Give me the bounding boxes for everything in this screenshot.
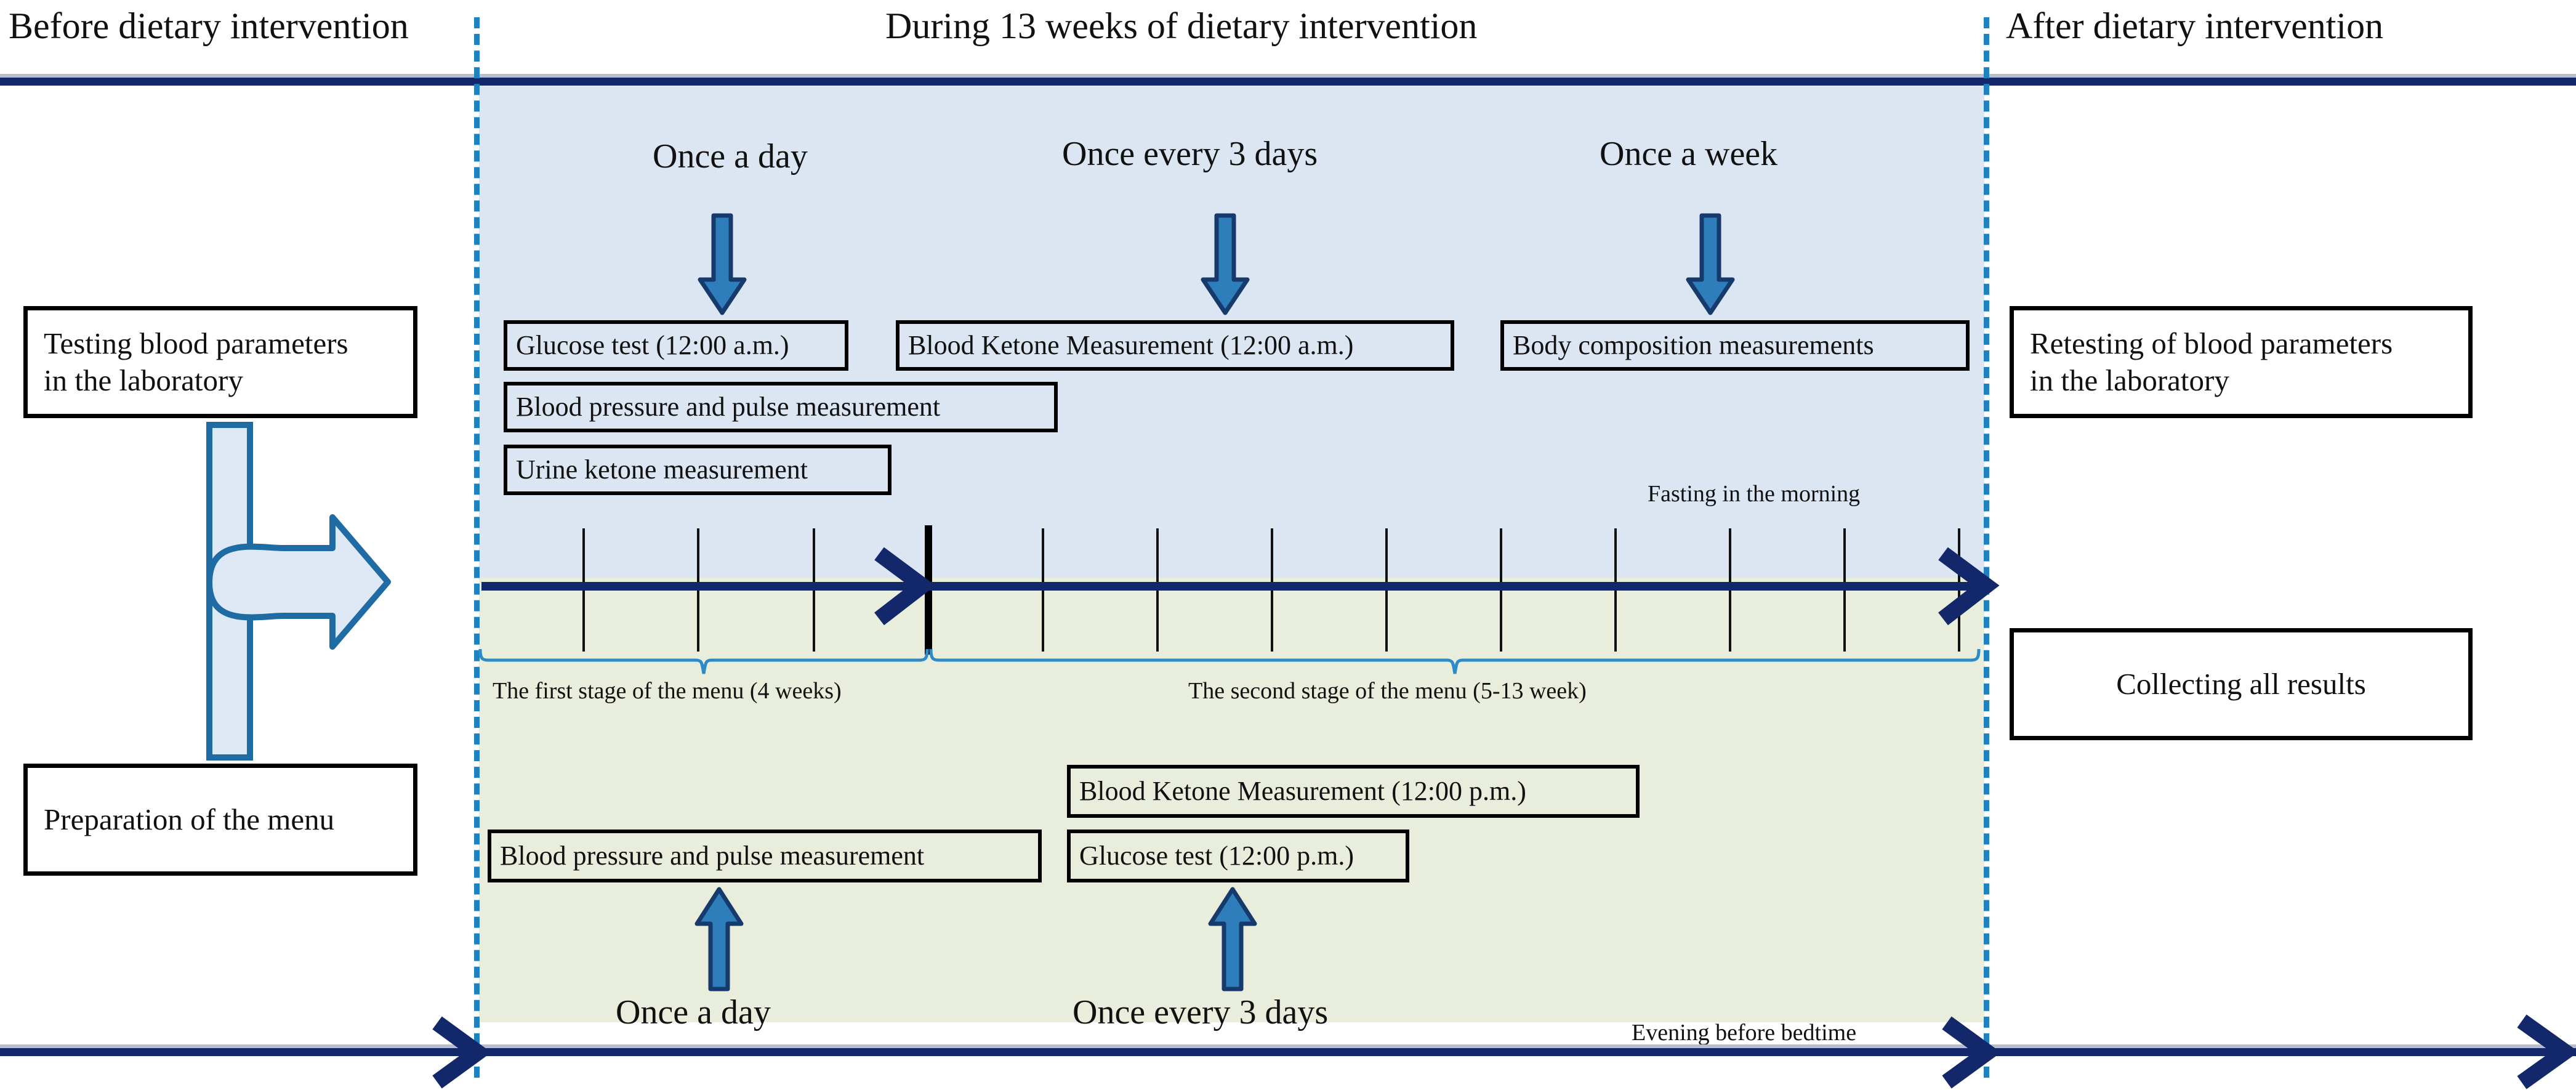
before-box-menu-preparation-text: Preparation of the menu [44, 802, 335, 837]
timeline-axis [481, 582, 1978, 591]
up-arrow-icon [694, 887, 744, 991]
morning-frequency-once-every-3-days: Once every 3 days [1062, 135, 1318, 173]
morning-measurement-bp-pulse: Blood pressure and pulse measurement [504, 382, 1058, 432]
after-box-collecting-results-text: Collecting all results [2116, 667, 2366, 701]
line-1: Retesting of blood parameters [2030, 326, 2393, 361]
column-title-after: After dietary intervention [2006, 6, 2384, 46]
line-1: Testing blood parameters [44, 326, 348, 361]
label: Body composition measurements [1513, 330, 1874, 360]
before-box-menu-preparation: Preparation of the menu [23, 764, 417, 876]
before-box-testing-blood-text: Testing blood parameters in the laborato… [28, 325, 364, 399]
morning-measurement-body-composition: Body composition measurements [1500, 320, 1970, 371]
right-arrow-icon [431, 1016, 492, 1089]
morning-frequency-once-a-day: Once a day [653, 137, 808, 176]
top-rule-shadow [0, 74, 2576, 78]
down-arrow-icon [1686, 213, 1735, 315]
after-box-collecting-results: Collecting all results [2010, 628, 2473, 740]
divider-before-during [474, 17, 480, 1078]
right-arrow-icon [1941, 1016, 2002, 1089]
brace-stage-1 [478, 647, 929, 675]
after-box-retesting-blood: Retesting of blood parameters in the lab… [2010, 306, 2473, 418]
label: Urine ketone measurement [516, 454, 808, 485]
evening-frequency-once-every-3-days: Once every 3 days [1073, 993, 1329, 1031]
top-rule [0, 78, 2576, 86]
bent-arrow-right-icon [185, 422, 406, 761]
evening-measurement-glucose-pm: Glucose test (12:00 p.m.) [1067, 830, 1409, 882]
stage-2-label: The second stage of the menu (5-13 week) [1188, 678, 1587, 704]
line-2: in the laboratory [44, 363, 243, 397]
brace-stage-2 [929, 647, 1981, 675]
down-arrow-icon [698, 213, 747, 315]
bottom-rule [0, 1048, 2576, 1056]
right-arrow-icon [874, 547, 936, 626]
label: Blood Ketone Measurement (12:00 a.m.) [908, 330, 1354, 360]
morning-measurement-blood-ketone-am: Blood Ketone Measurement (12:00 a.m.) [896, 320, 1454, 371]
column-title-during: During 13 weeks of dietary intervention [885, 6, 1478, 46]
label: Glucose test (12:00 p.m.) [1079, 841, 1354, 871]
after-box-retesting-blood-text: Retesting of blood parameters in the lab… [2014, 325, 2409, 399]
bottom-rule-shadow [0, 1044, 2576, 1048]
divider-during-after [1984, 17, 1989, 1078]
morning-measurement-urine-ketone: Urine ketone measurement [504, 445, 892, 495]
down-arrow-icon [1201, 213, 1250, 315]
label: Blood Ketone Measurement (12:00 p.m.) [1079, 776, 1526, 806]
morning-frequency-once-a-week: Once a week [1600, 135, 1778, 173]
label: Blood pressure and pulse measurement [516, 392, 941, 422]
line-2: in the laboratory [2030, 363, 2229, 397]
evening-measurement-blood-ketone-pm: Blood Ketone Measurement (12:00 p.m.) [1067, 765, 1640, 818]
label: Blood pressure and pulse measurement [500, 841, 925, 871]
label: Glucose test (12:00 a.m.) [516, 330, 789, 360]
morning-period-note: Fasting in the morning [1648, 481, 1861, 507]
right-arrow-icon [2516, 1014, 2576, 1089]
column-title-before: Before dietary intervention [9, 6, 409, 46]
stage-1-label: The first stage of the menu (4 weeks) [493, 678, 842, 704]
evening-period-note: Evening before bedtime [1632, 1020, 1857, 1046]
evening-measurement-bp-pulse: Blood pressure and pulse measurement [488, 830, 1042, 882]
right-arrow-icon [1938, 547, 2000, 626]
before-box-testing-blood: Testing blood parameters in the laborato… [23, 306, 417, 418]
evening-frequency-once-a-day: Once a day [616, 993, 771, 1031]
up-arrow-icon [1208, 887, 1257, 991]
morning-measurement-glucose-am: Glucose test (12:00 a.m.) [504, 320, 848, 371]
